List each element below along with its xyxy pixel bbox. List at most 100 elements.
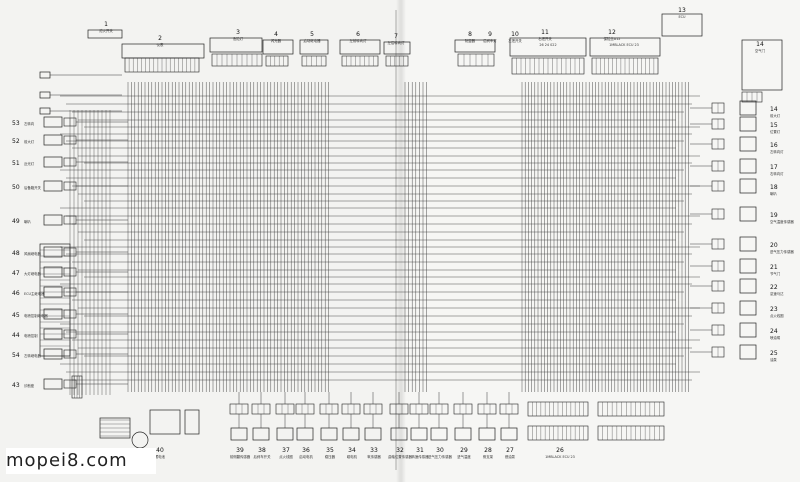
battery-box [149, 409, 181, 435]
left-component-box [43, 348, 63, 360]
component-label: 稳压器 [325, 454, 336, 459]
page-gutter [396, 0, 406, 482]
ecu-label: 26 24 022 [539, 43, 556, 47]
component-number: 53 [12, 120, 20, 127]
right-component-box [739, 322, 757, 338]
top-connector [265, 55, 289, 67]
component-label: 右转向灯 [770, 171, 784, 176]
component-number: 27 [506, 447, 514, 454]
right-component-box [739, 344, 757, 360]
bottom-connector [409, 403, 429, 415]
component-label: 诊断座 [24, 383, 35, 388]
component-label: 位置灯 [770, 129, 781, 134]
right-component-box [739, 158, 757, 174]
top-component-box [339, 39, 381, 55]
component-label: 曲轴位置传感器 [388, 454, 412, 459]
left-relay-block [39, 243, 71, 357]
component-number: 34 [348, 447, 356, 454]
component-label: 近光灯 [24, 161, 35, 166]
component-label: 空气门 [755, 48, 766, 53]
component-label: 保险丝A12 [604, 36, 621, 41]
component-label: 左转向灯 [770, 149, 784, 154]
component-label: 转速传感器 [412, 454, 430, 459]
bottom-component-box [500, 427, 518, 441]
component-number: 38 [258, 447, 266, 454]
top-component-box [383, 41, 411, 55]
component-label: 蓄电池 [155, 454, 166, 459]
bottom-connector [499, 403, 519, 415]
bottom-connector [429, 403, 449, 415]
component-number: 21 [770, 264, 778, 271]
component-label: 熄火开关 [99, 28, 113, 33]
component-number: 29 [460, 447, 468, 454]
right-component-box [739, 278, 757, 294]
bottom-component-box [478, 427, 496, 441]
top-component-box [509, 37, 587, 57]
bottom-component-box [342, 427, 360, 441]
component-number: 52 [12, 138, 20, 145]
component-number: 43 [12, 382, 20, 389]
bottom-component-box [252, 427, 270, 441]
component-number: 6 [356, 31, 360, 38]
component-label: 左转向 [24, 121, 35, 126]
component-number: 15 [770, 122, 778, 129]
top-connector [301, 55, 327, 67]
component-label: 磁电机 [347, 454, 358, 459]
left-component-box [43, 246, 63, 258]
right-component-box [739, 236, 757, 252]
left-component-box [43, 378, 63, 390]
component-label: 侧支架 [483, 454, 494, 459]
left-component-box [43, 134, 63, 146]
component-label: 前大灯 [770, 113, 781, 118]
component-label: 左把开关 [508, 38, 522, 43]
right-component-box [739, 178, 757, 194]
component-label: 进气压力传感器 [428, 454, 452, 459]
bottom-component-box [410, 427, 428, 441]
bottom-connector [319, 403, 339, 415]
component-label: 喇叭 [24, 219, 31, 224]
watermark-text: mopei8.com [6, 448, 156, 474]
component-number: 48 [12, 250, 20, 257]
bottom-connector [341, 403, 361, 415]
component-number: 49 [12, 218, 20, 225]
bottom-connector [295, 403, 315, 415]
component-number: 32 [396, 447, 404, 454]
component-label: 危险灯 [233, 36, 244, 41]
component-number: 26 [556, 447, 564, 454]
component-number: 37 [282, 447, 290, 454]
bottom-connector [453, 403, 473, 415]
top-component-box [589, 37, 661, 57]
component-number: 14 [756, 41, 764, 48]
bottom-component-box [276, 427, 294, 441]
right-page [400, 0, 800, 482]
left-component-box [43, 308, 63, 320]
bottom-component-box [454, 427, 472, 441]
component-label: 防盗器 [465, 38, 476, 43]
component-number: 16 [770, 142, 778, 149]
component-number: 1 [104, 21, 108, 28]
component-number: 19 [770, 212, 778, 219]
component-label: 电喷控制继电器 [24, 313, 48, 318]
component-label: 左前转向灯 [350, 38, 368, 43]
component-number: 45 [12, 312, 20, 319]
component-number: 47 [12, 270, 20, 277]
bottom-connector [229, 403, 249, 415]
bottom-connector [477, 403, 497, 415]
component-label: 燃油泵 [505, 454, 516, 459]
right-component-box [739, 100, 757, 116]
component-number: 9 [488, 31, 492, 38]
component-number: 11 [541, 29, 549, 36]
component-number: 33 [370, 447, 378, 454]
component-label: 左转继电器 [24, 353, 42, 358]
component-number: 12 [608, 29, 616, 36]
component-number: 44 [12, 332, 20, 339]
component-label: 氧传感器 [367, 454, 381, 459]
component-label: 后刹车开关 [254, 454, 272, 459]
component-number: 25 [770, 350, 778, 357]
component-number: 20 [770, 242, 778, 249]
left-page [0, 0, 400, 482]
top-component-box [87, 29, 123, 39]
component-number: 23 [770, 306, 778, 313]
component-label: 喇叭 [770, 191, 777, 196]
